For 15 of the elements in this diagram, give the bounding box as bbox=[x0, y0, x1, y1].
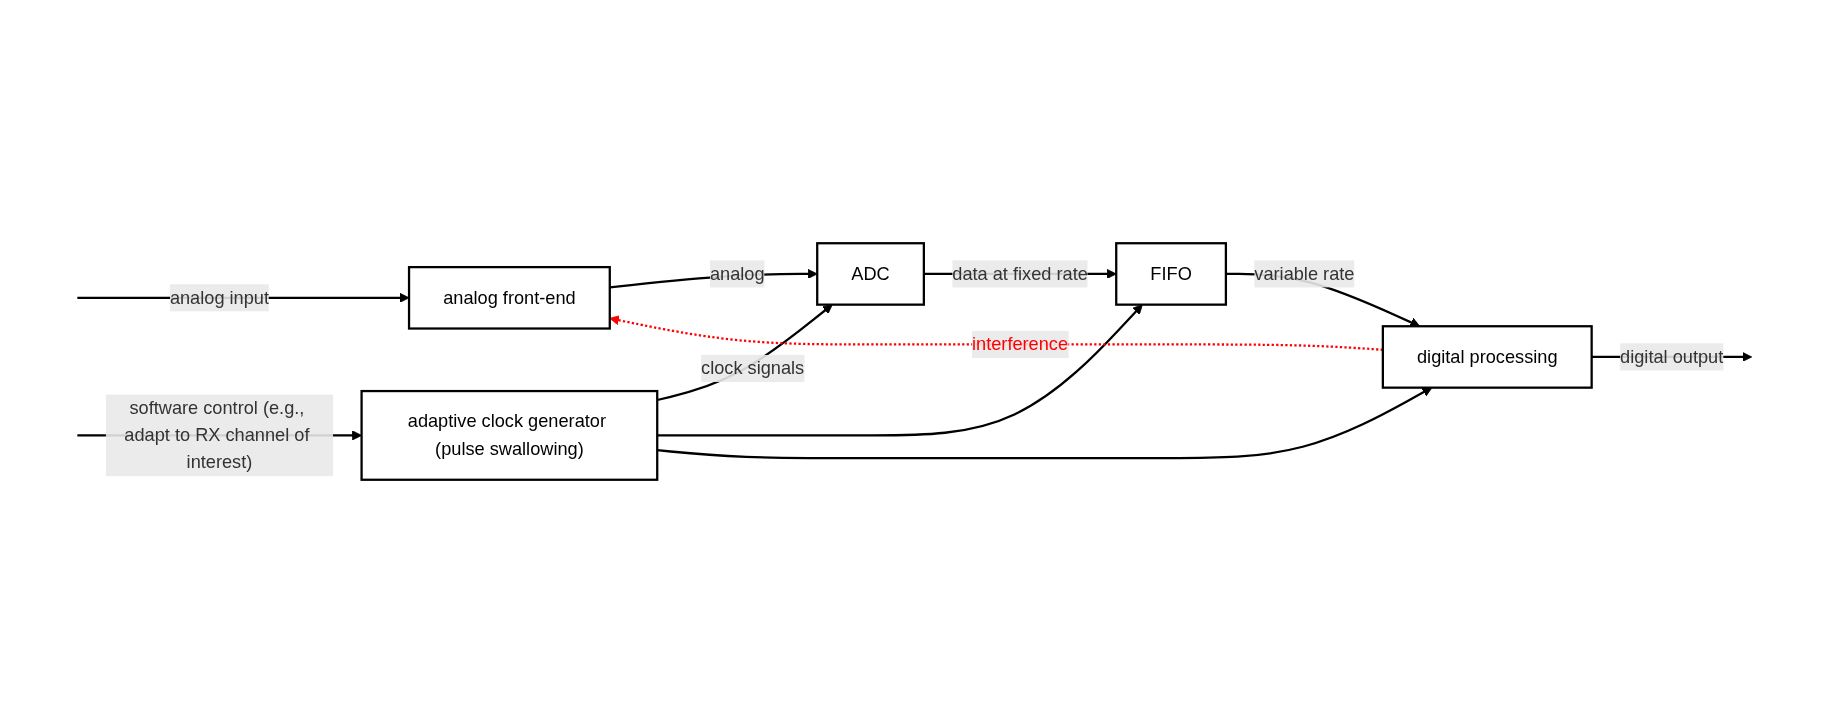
node-box: ADC bbox=[816, 242, 925, 306]
edge-label: clock signals bbox=[701, 358, 805, 378]
edge-label: variable rate bbox=[1254, 263, 1355, 284]
edge-label: analog input bbox=[169, 287, 270, 307]
node-box: adaptive clock generator (pulse swallowing) bbox=[360, 389, 659, 481]
edge-label: analog bbox=[709, 263, 765, 284]
node-box: FIFO bbox=[1115, 242, 1228, 306]
node-box: digital processing bbox=[1381, 325, 1593, 389]
arrow bbox=[657, 304, 1143, 437]
edge-label: software control (e.g., adapt to RX channel of interest) bbox=[124, 397, 310, 472]
edge-label: interference bbox=[972, 334, 1069, 354]
arrow bbox=[657, 387, 1433, 460]
edge-label: data at fixed rate bbox=[952, 263, 1088, 284]
node-box: analog front-end bbox=[407, 266, 611, 330]
edge-label: digital output bbox=[1620, 346, 1724, 367]
